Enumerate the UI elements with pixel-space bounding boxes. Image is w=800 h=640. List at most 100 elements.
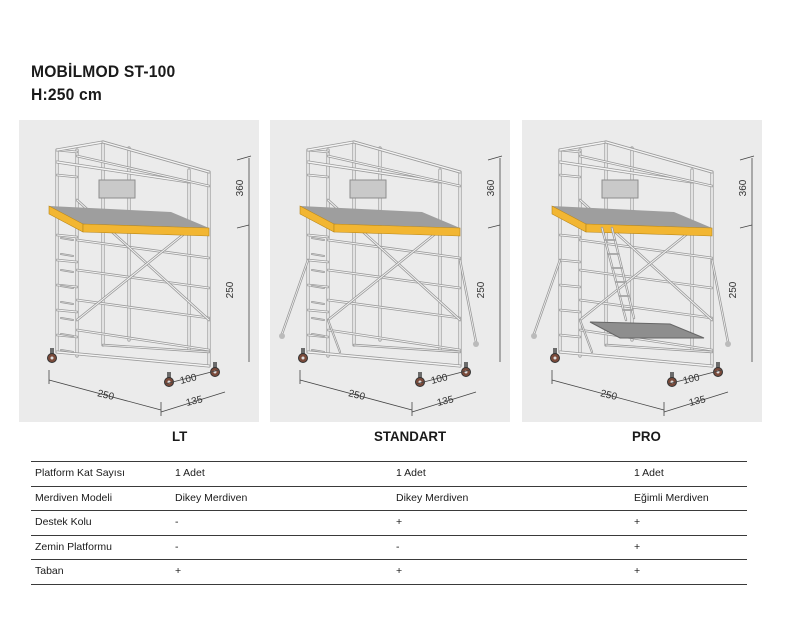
frame-tube (559, 259, 581, 263)
dimension-label: 250 (225, 281, 236, 298)
frame-tube (605, 141, 713, 173)
frame-tube (579, 229, 693, 321)
dimension-line (487, 224, 501, 229)
dimension-label: 250 (347, 388, 366, 403)
row-label: Merdiven Modeli (35, 491, 113, 504)
frame-tube (611, 227, 635, 319)
dimension-line (667, 369, 723, 385)
dimension-label: 100 (682, 372, 701, 387)
caster-hub (301, 356, 305, 360)
frame-tube (579, 329, 713, 351)
frame-tube (327, 155, 461, 187)
dimension-label: 360 (486, 179, 497, 196)
dimension-line (236, 155, 252, 161)
cell-pro: 1 Adet (634, 467, 664, 479)
caster-hub (553, 356, 557, 360)
frame-tube (76, 155, 210, 187)
dimension-line (411, 391, 477, 413)
frame-tube (311, 301, 325, 305)
dimension-label: 100 (430, 372, 449, 387)
frame-tube (307, 234, 329, 238)
frame-tube (559, 234, 581, 238)
guard-panel (349, 179, 387, 199)
dimension-line (236, 224, 250, 229)
caster-mount (553, 348, 557, 356)
dimension-line (160, 391, 226, 413)
frame-tube (102, 141, 210, 173)
frame-tube (559, 284, 581, 288)
table-row: Platform Kat Sayısı 1 Adet 1 Adet 1 Adet (31, 461, 747, 486)
frame-tube (559, 309, 581, 313)
frame-tube (327, 319, 341, 353)
dimension-label: 250 (96, 388, 115, 403)
frame-tube (76, 229, 190, 321)
frame-tube (307, 309, 329, 313)
row-label: Destek Kolu (35, 516, 92, 528)
frame-tube (579, 239, 713, 259)
dimension-label: 360 (738, 179, 749, 196)
dimension-line (551, 379, 665, 411)
frame-tube (559, 141, 607, 151)
frame-tube (353, 141, 461, 173)
frame-tube (102, 344, 210, 353)
caster-mount (50, 348, 54, 356)
frame-tube (711, 259, 729, 343)
frame-tube (60, 301, 74, 305)
dimension-line (739, 224, 753, 229)
cell-standart: + (396, 516, 403, 528)
frame-tube (559, 174, 581, 178)
frame-tube (327, 239, 461, 259)
platform-edge (82, 223, 210, 237)
cell-lt: Dikey Merdiven (175, 491, 248, 504)
table-row: Zemin Platformu - - + (31, 534, 747, 560)
dimension-label: 360 (235, 179, 246, 196)
frame-tube (307, 141, 355, 151)
frame-tube (56, 259, 78, 263)
frame-tube (579, 269, 713, 289)
dimension-line (164, 369, 220, 385)
frame-tube (76, 239, 210, 259)
cell-pro: + (634, 516, 641, 528)
cell-pro: + (634, 565, 641, 577)
dimension-line (299, 379, 413, 411)
caster-mount (464, 362, 468, 370)
cell-lt: + (175, 565, 182, 577)
frame-tube (281, 259, 309, 335)
row-label: Taban (35, 565, 64, 577)
frame-tube (56, 234, 78, 238)
outrigger-foot (725, 341, 731, 347)
frame-tube (601, 227, 627, 321)
frame-tube (307, 161, 441, 183)
outrigger-foot (473, 341, 479, 347)
frame-tube (56, 161, 190, 183)
frame-tube (311, 253, 325, 257)
variant-label-pro: PRO (632, 428, 661, 444)
frame-tube (311, 237, 325, 241)
frame-tube (579, 155, 713, 187)
comparison-table: Platform Kat Sayısı 1 Adet 1 Adet 1 Adet… (31, 461, 747, 585)
dimension-line (739, 155, 755, 161)
cell-pro: + (634, 540, 641, 553)
frame-tube (559, 334, 581, 338)
dimension-label: 250 (599, 388, 618, 403)
frame-tube (353, 344, 461, 353)
table-row: Destek Kolu - + + (31, 510, 747, 535)
platform-deck (552, 206, 712, 228)
frame-tube (533, 259, 561, 335)
dimension-label: 135 (436, 394, 455, 409)
caster-mount (301, 348, 305, 356)
frame-tube (311, 333, 325, 337)
outrigger-foot (531, 333, 537, 339)
frame-tube (559, 351, 713, 367)
frame-tube (56, 309, 78, 313)
frame-tube (327, 329, 461, 351)
cell-lt: - (175, 516, 179, 528)
frame-tube (76, 269, 210, 289)
frame-tube (579, 319, 593, 353)
platform-edge (333, 223, 461, 237)
frame-tube (56, 141, 104, 151)
